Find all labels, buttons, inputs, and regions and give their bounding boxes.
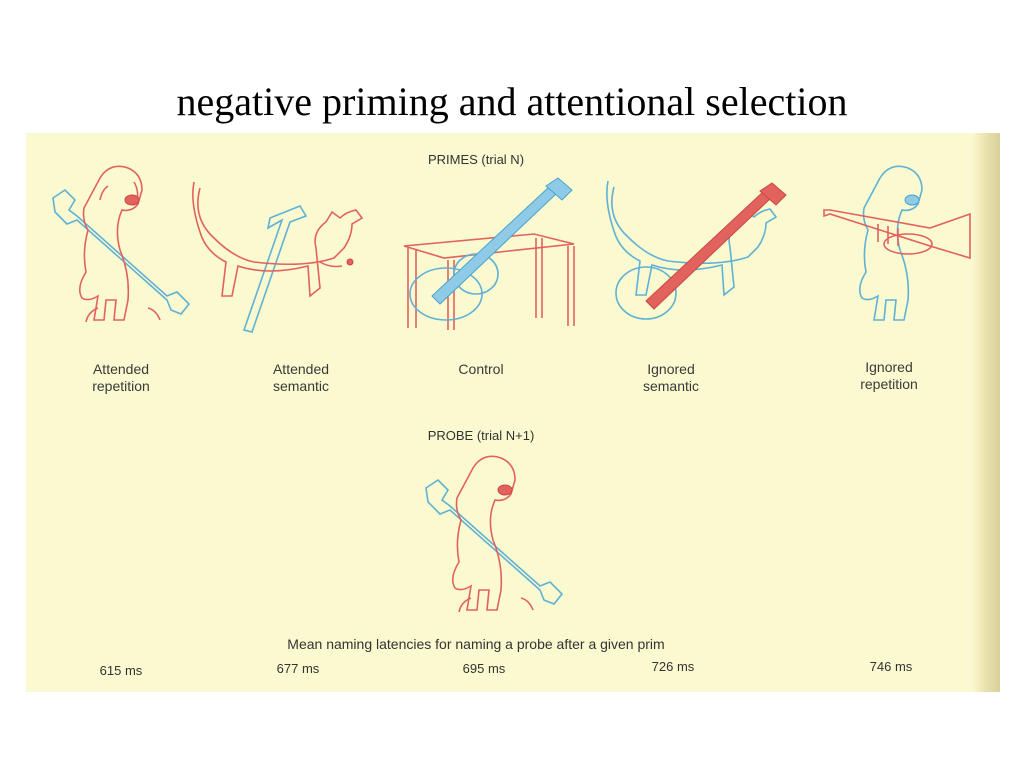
latency-control: 695 ms	[462, 661, 506, 676]
condition-label-ignored-repetition: Ignored repetition	[860, 359, 918, 392]
prime-cat-hammer-illustration	[192, 181, 364, 333]
prime-dog-wrench-illustration	[52, 165, 191, 323]
condition-label-attended-repetition: Attended repetition	[92, 361, 150, 394]
figure-panel: PRIMES (trial N)	[26, 133, 1000, 692]
probe-dog-wrench-illustration	[425, 455, 564, 613]
condition-label-control: Control	[458, 361, 504, 377]
condition-label-attended-semantic: Attended semantic	[272, 361, 330, 394]
primes-heading: PRIMES (trial N)	[427, 152, 525, 167]
page-edge-shadow	[972, 133, 1000, 692]
latency-ignored-repetition: 746 ms	[869, 659, 913, 674]
condition-label-ignored-semantic: Ignored semantic	[642, 361, 700, 394]
prime-dog-trumpet-illustration	[823, 165, 971, 321]
slide-title: negative priming and attentional selecti…	[176, 79, 848, 124]
latency-attended-repetition: 615 ms	[99, 663, 143, 678]
latency-ignored-semantic: 726 ms	[651, 659, 695, 674]
prime-cat-guitar-illustration	[606, 180, 787, 320]
latency-attended-semantic: 677 ms	[276, 661, 320, 676]
figure-caption: Mean naming latencies for naming a probe…	[287, 636, 665, 652]
prime-table-guitar-illustration	[403, 177, 575, 330]
probe-heading: PROBE (trial N+1)	[427, 428, 535, 443]
